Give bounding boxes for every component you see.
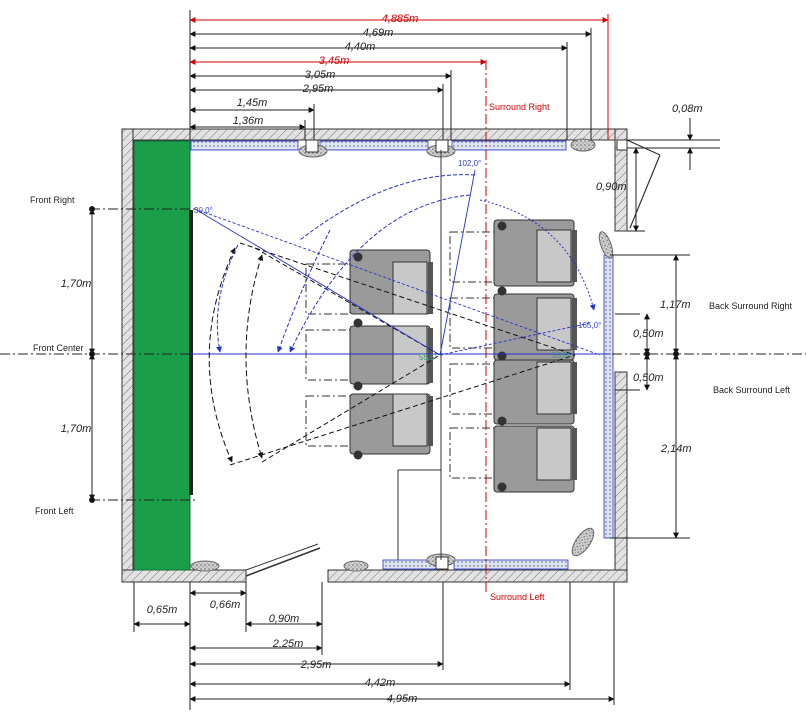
dim-top-4885: 4,885m bbox=[382, 13, 419, 25]
dim-left-upper: 1,70m bbox=[61, 278, 92, 290]
dim-top-136: 1,36m bbox=[233, 115, 264, 127]
dim-bottom-442: 4,42m bbox=[365, 677, 396, 689]
angle-30: 30,0° bbox=[194, 206, 213, 215]
left-dimension-lines bbox=[89, 206, 95, 503]
seating-row-2 bbox=[493, 219, 577, 493]
sightlines-blue bbox=[194, 169, 601, 356]
dim-bottom-225: 2,25m bbox=[272, 638, 304, 650]
angle-55-front: 55,5° bbox=[419, 353, 438, 362]
room-walls bbox=[121, 128, 628, 583]
dim-bottom-295: 2,95m bbox=[300, 659, 332, 671]
screen-frame bbox=[189, 210, 193, 495]
seating-row-1-footrests bbox=[305, 263, 351, 447]
dim-bottom-066: 0,66m bbox=[210, 599, 241, 611]
label-surround-left: Surround Left bbox=[490, 592, 545, 602]
dim-right-008: 0,08m bbox=[672, 103, 703, 115]
projection-screen bbox=[133, 140, 191, 571]
dim-bottom-065: 0,65m bbox=[147, 604, 178, 616]
dim-top-145: 1,45m bbox=[237, 97, 268, 109]
label-front-right: Front Right bbox=[30, 195, 75, 205]
right-dimension-lines bbox=[610, 118, 720, 539]
dim-right-214: 2,14m bbox=[660, 443, 692, 455]
dim-bottom-090: 0,90m bbox=[269, 613, 300, 625]
dim-right-050-upper: 0,50m bbox=[633, 328, 664, 340]
top-dimension-lines bbox=[189, 10, 609, 140]
dim-right-117: 1,17m bbox=[660, 299, 691, 311]
seating-row-1 bbox=[349, 249, 433, 460]
dim-top-305: 3,05m bbox=[305, 69, 336, 81]
label-front-left: Front Left bbox=[35, 506, 74, 516]
sightlines bbox=[229, 242, 576, 466]
label-back-surround-left: Back Surround Left bbox=[713, 385, 791, 395]
label-front-center: Front Center bbox=[33, 343, 84, 353]
dim-top-295: 2,95m bbox=[302, 83, 334, 95]
dim-top-469: 4,69m bbox=[363, 27, 394, 39]
dim-left-lower: 1,70m bbox=[61, 423, 92, 435]
angle-arcs bbox=[208, 174, 596, 463]
acoustic-panels-bottom bbox=[190, 553, 569, 572]
acoustic-panel-rear bbox=[571, 231, 614, 557]
label-back-surround-right: Back Surround Right bbox=[709, 301, 793, 311]
angle-102: 102,0° bbox=[458, 159, 481, 168]
entry-door bbox=[245, 543, 321, 577]
dim-bottom-495: 4,95m bbox=[387, 693, 418, 705]
bottom-dimension-lines bbox=[133, 582, 615, 710]
angle-165: 165,0° bbox=[578, 321, 601, 330]
acoustic-panels-top bbox=[190, 138, 596, 158]
dim-right-050-lower: 0,50m bbox=[633, 372, 664, 384]
label-surround-right: Surround Right bbox=[489, 102, 550, 112]
dim-right-090: 0,90m bbox=[596, 181, 627, 193]
angle-55-rear: 55,5° bbox=[552, 351, 571, 360]
dim-top-345: 3,45m bbox=[319, 55, 350, 67]
dim-top-440: 4,40m bbox=[345, 41, 376, 53]
